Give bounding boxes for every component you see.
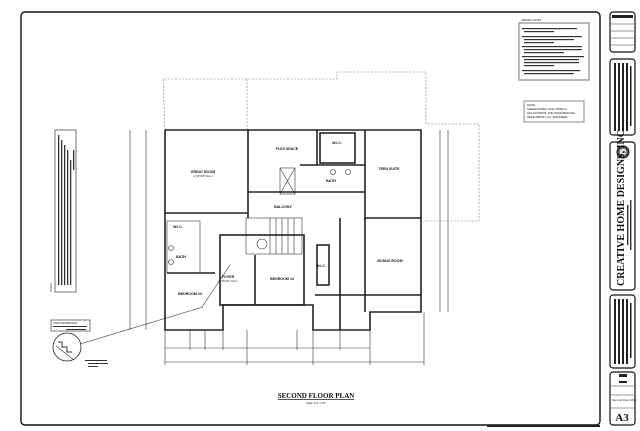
svg-text:GENERAL NOTES: GENERAL NOTES bbox=[521, 19, 542, 22]
svg-text:NOTE:: NOTE: bbox=[527, 103, 536, 107]
room-teen-suite: TEEN SUITE bbox=[378, 167, 400, 171]
room-bath-left: BATH bbox=[176, 255, 186, 259]
svg-text:SHEAR PANEL/ HALL PANELS,: SHEAR PANEL/ HALL PANELS, bbox=[527, 107, 567, 111]
sheet-info-box bbox=[609, 371, 636, 426]
drawing-title: SECOND FLOOR PLAN bbox=[278, 392, 355, 400]
roof-outline bbox=[162, 71, 480, 222]
svg-text:(2 STORY CLG.): (2 STORY CLG.) bbox=[218, 279, 238, 283]
disclaimer-box bbox=[609, 294, 636, 369]
room-bedroom-3: BEDROOM #3 bbox=[178, 292, 202, 296]
company-box bbox=[609, 141, 636, 291]
general-notes: GENERAL NOTES bbox=[518, 19, 590, 81]
svg-text:STAIR INFORMATION: STAIR INFORMATION bbox=[53, 322, 77, 325]
svg-text:NOTES:: NOTES: bbox=[49, 282, 53, 292]
floor-plan bbox=[164, 129, 422, 331]
room-bonus-room: BONUS ROOM bbox=[377, 259, 402, 263]
stair-detail: STAIR INFORMATION bbox=[50, 306, 204, 367]
sheet-border bbox=[20, 11, 601, 426]
svg-text:HOLD DOWNS, AND WIND BRACING,: HOLD DOWNS, AND WIND BRACING, bbox=[527, 111, 576, 115]
sheet-number: A3 bbox=[615, 412, 629, 424]
room-great-room: GREAT ROOM bbox=[191, 170, 216, 174]
title-block: CREATIVE HOME DESIGNS, INC. Second Floor… bbox=[609, 11, 637, 426]
room-foyer: FOYER bbox=[222, 275, 235, 279]
drawing-scale: Scale: 1/4" = 1'0" bbox=[306, 401, 326, 405]
room-balcony: BALCONY bbox=[274, 205, 292, 209]
svg-text:(2 STORY CLG.): (2 STORY CLG.) bbox=[193, 174, 213, 178]
room-wic-upper: W.I.C. bbox=[332, 141, 342, 145]
room-wic-mid: W.I.C. bbox=[316, 264, 326, 268]
footer-text-strip bbox=[487, 425, 600, 427]
room-bedroom-4: BEDROOM #4 bbox=[270, 277, 294, 281]
dimension-lines bbox=[129, 130, 449, 365]
copyright-box bbox=[609, 58, 636, 136]
revision-box bbox=[609, 11, 636, 53]
sheet-title: Second Floor Plan bbox=[612, 398, 637, 402]
company-name: CREATIVE HOME DESIGNS, INC. bbox=[616, 127, 627, 286]
room-bath-upper: BATH bbox=[326, 179, 336, 183]
room-wic-left: W.I.C. bbox=[173, 225, 183, 229]
side-notes: NOTES: bbox=[49, 129, 77, 293]
svg-text:DESIGNED BY LIC. ENGINEER: DESIGNED BY LIC. ENGINEER bbox=[527, 115, 567, 119]
room-labels: GREAT ROOM (2 STORY CLG.) FLEX SPACE W.I… bbox=[173, 141, 402, 296]
room-flex-space: FLEX SPACE bbox=[276, 147, 299, 151]
engineering-note: NOTE: SHEAR PANEL/ HALL PANELS, HOLD DOW… bbox=[523, 100, 585, 123]
